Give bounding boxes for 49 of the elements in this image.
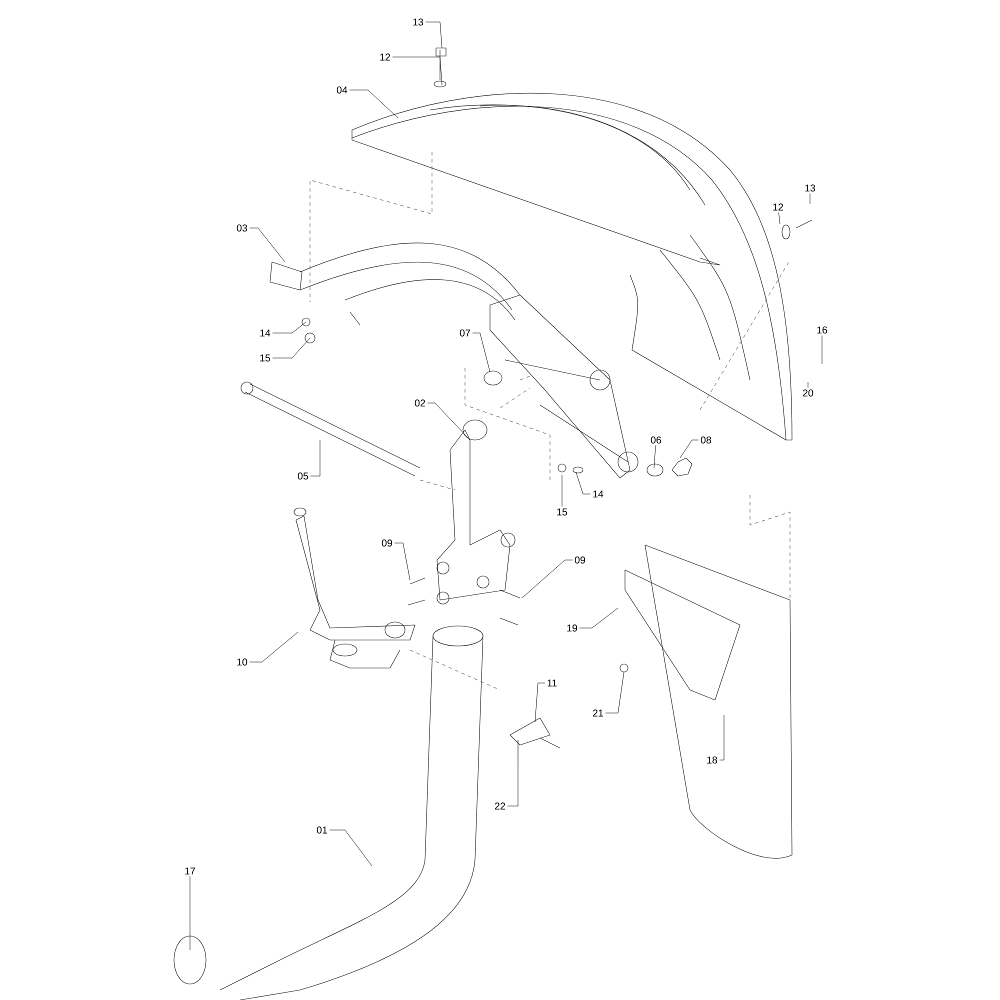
callout-number: 13 [413, 18, 424, 26]
leader-line [654, 445, 656, 468]
callout-number: 14 [260, 330, 270, 336]
leader-line [425, 22, 442, 48]
callout-number: 06 [650, 436, 662, 444]
leader-line [680, 440, 699, 458]
leader-line [310, 440, 320, 476]
callout-number: 15 [557, 508, 568, 516]
leader-line [534, 682, 546, 722]
callout-number: 15 [260, 354, 270, 362]
callout-number: 22 [494, 802, 506, 810]
callout-number: 13 [805, 184, 816, 192]
leader-line [472, 332, 490, 372]
callout-number: 11 [548, 680, 557, 686]
callout-number: 03 [236, 224, 248, 232]
leader-line [576, 472, 591, 494]
leader-line [719, 714, 724, 760]
callout-number: 16 [817, 326, 828, 334]
callout-number: 20 [802, 390, 814, 397]
leader-line [605, 672, 624, 714]
leader-line [778, 212, 780, 224]
leader-line [249, 228, 286, 262]
callout-number: 01 [316, 826, 328, 834]
leader-line [507, 764, 518, 806]
callout-number: 05 [298, 472, 308, 480]
leader-line [427, 402, 470, 440]
callout-number: 02 [414, 400, 426, 407]
leader-line [249, 632, 298, 662]
callout-number: 19 [567, 624, 578, 632]
leader-line [392, 56, 442, 86]
leader-line [522, 560, 573, 598]
leader-line [272, 338, 310, 358]
callout-number: 07 [460, 330, 470, 337]
callout-number: 08 [700, 436, 712, 444]
leader-line [272, 322, 306, 334]
callout-number: 17 [185, 868, 196, 874]
leader-line [579, 608, 618, 628]
callout-number: 09 [382, 540, 392, 547]
leader-line [394, 542, 410, 580]
callout-number: 12 [380, 54, 390, 60]
callout-number: 21 [592, 710, 604, 716]
callout-number: 14 [593, 490, 604, 498]
callout-number: 18 [707, 756, 718, 764]
leader-line [349, 90, 398, 118]
callout-number: 12 [773, 204, 784, 210]
callout-number: 10 [237, 658, 248, 666]
callout-number: 04 [336, 86, 348, 94]
leader-line [329, 830, 372, 866]
callout-number: 09 [574, 556, 586, 564]
